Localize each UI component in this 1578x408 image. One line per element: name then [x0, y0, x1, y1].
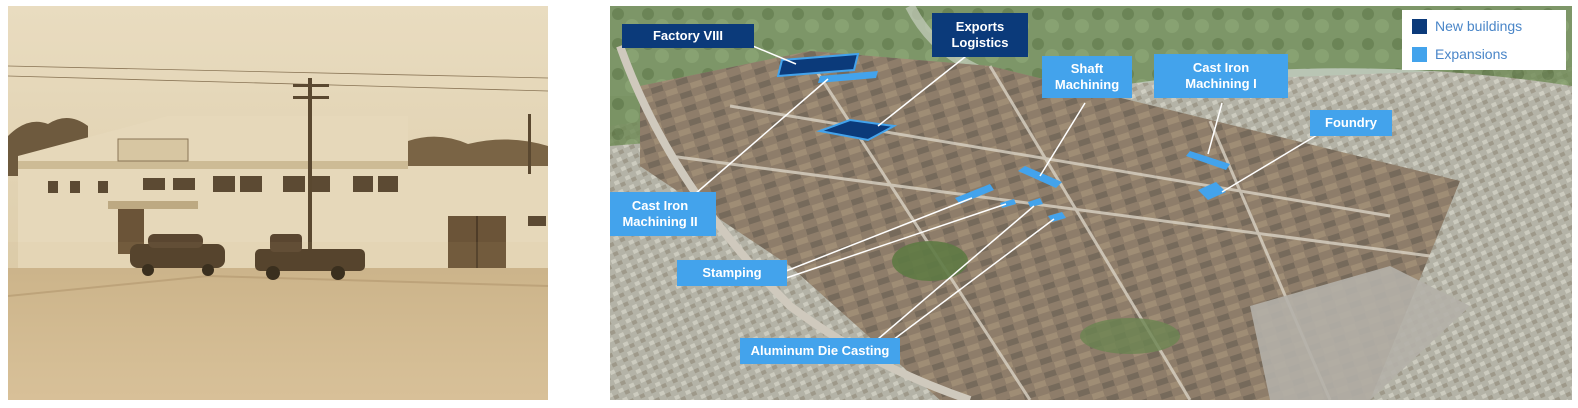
vintage-truck-right — [255, 234, 365, 280]
aluminum-die-casting-expansion-2 — [1028, 198, 1043, 207]
shaft-machining-expansion — [1018, 166, 1062, 188]
foundry-expansion — [1198, 182, 1226, 200]
map-legend: New buildings Expansions — [1402, 10, 1566, 70]
factory-viii-building — [776, 52, 860, 78]
aluminum-die-casting-expansion-1 — [1000, 199, 1016, 208]
legend-new-buildings: New buildings — [1412, 18, 1522, 34]
label-aluminum-die-casting: Aluminum Die Casting — [740, 338, 900, 364]
sepia-photo-illustration — [8, 6, 548, 400]
aerial-plant-map: Factory VIII Exports Logistics Shaft Mac… — [610, 6, 1572, 400]
label-cast-iron-machining-i: Cast Iron Machining I — [1154, 54, 1288, 98]
historical-factory-photo — [8, 6, 548, 400]
legend-swatch-new — [1412, 18, 1427, 34]
label-foundry: Foundry — [1310, 110, 1392, 136]
factory-viii-expansion — [818, 71, 878, 83]
label-stamping: Stamping — [677, 260, 787, 286]
label-shaft-machining: Shaft Machining — [1042, 56, 1132, 98]
cast-iron-machining-i-expansion — [1186, 151, 1230, 170]
legend-expansions: Expansions — [1412, 46, 1507, 62]
aerial-photo-illustration — [610, 6, 1572, 400]
leader-lines — [694, 43, 1323, 347]
label-exports-logistics: Exports Logistics — [932, 13, 1028, 57]
legend-swatch-expansion — [1412, 46, 1427, 62]
highlighted-buildings — [776, 52, 1230, 222]
legend-label-new-buildings: New buildings — [1435, 18, 1523, 34]
exports-logistics-building — [816, 118, 898, 142]
stamping-expansion — [955, 184, 994, 204]
vintage-car-left — [130, 234, 225, 276]
legend-label-expansions: Expansions — [1435, 46, 1508, 62]
label-cast-iron-machining-ii: Cast Iron Machining II — [610, 192, 716, 236]
label-factory-viii: Factory VIII — [622, 24, 754, 48]
